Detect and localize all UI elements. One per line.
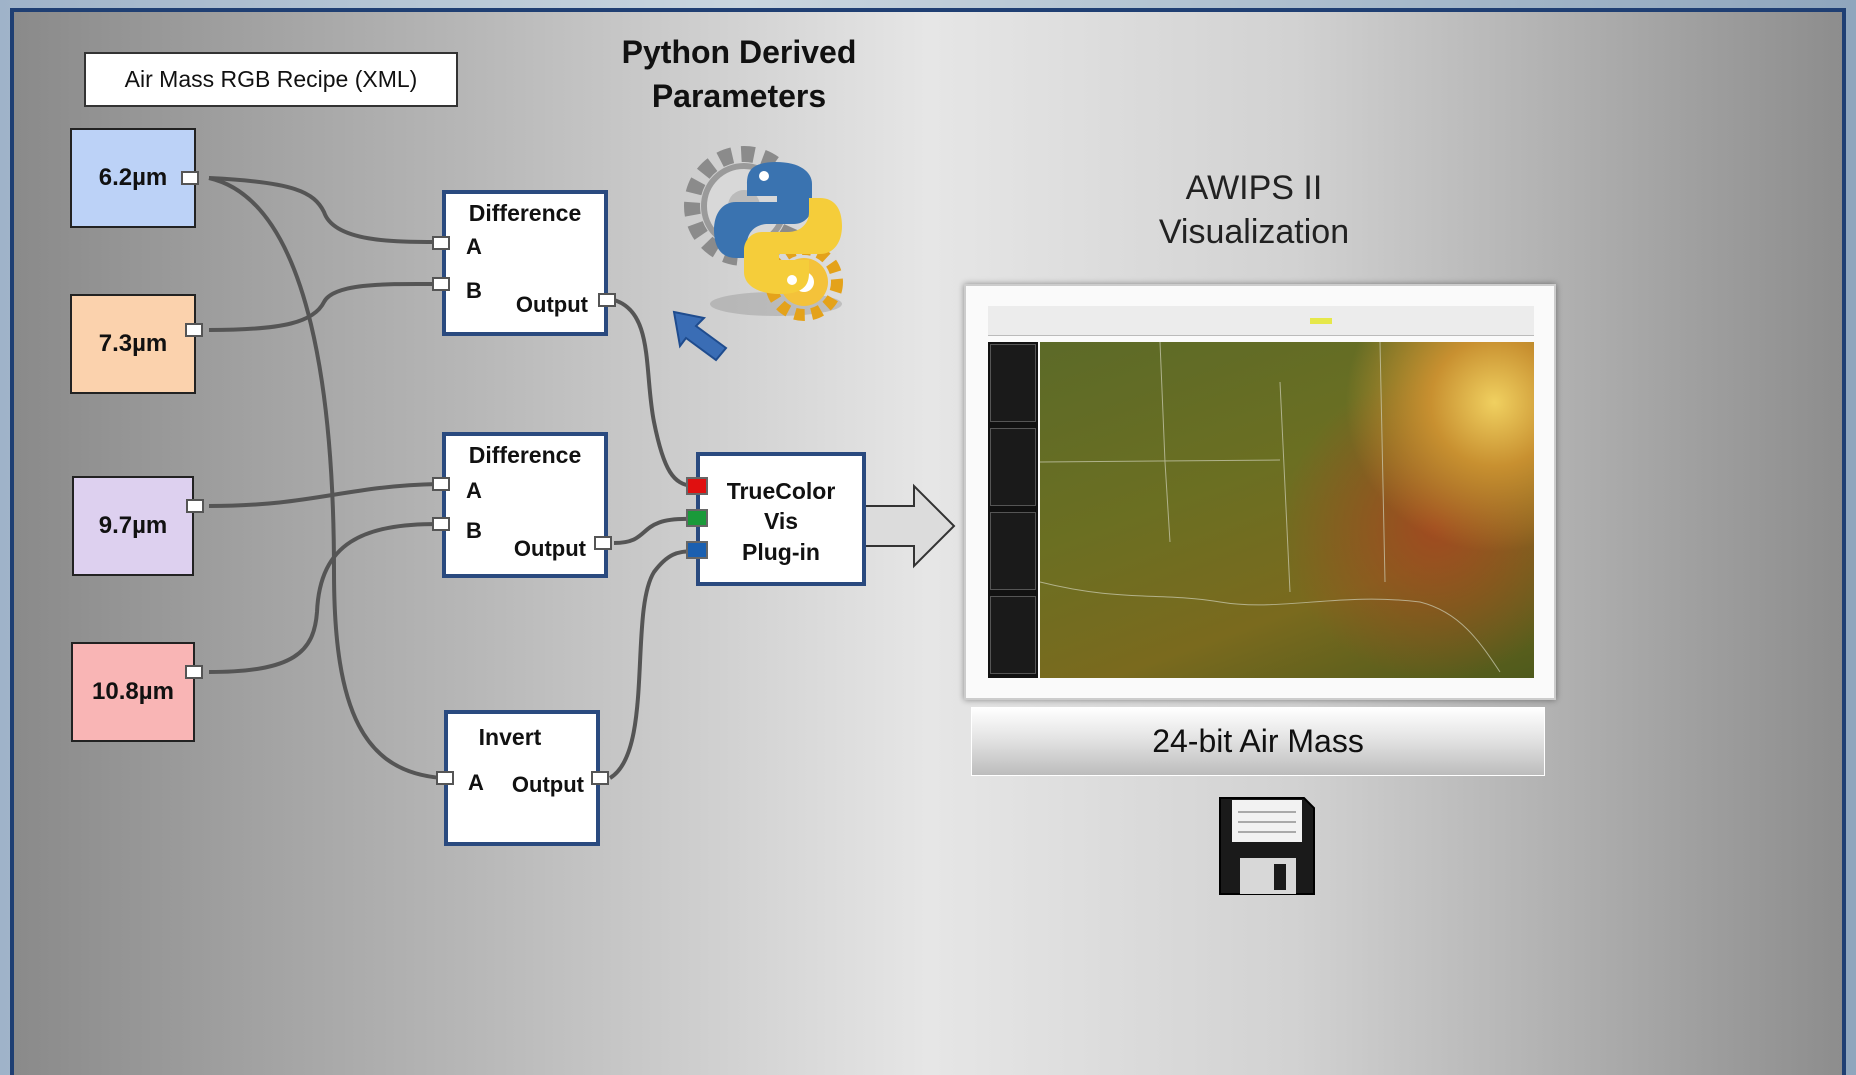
truecolor-line-1: TrueColor xyxy=(726,478,836,504)
awips-heading: AWIPS II Visualization xyxy=(1094,166,1414,254)
input-a-label: A xyxy=(466,478,482,503)
thumbnail xyxy=(990,428,1036,506)
python-pointer-arrow xyxy=(672,310,728,362)
thumbnail xyxy=(990,596,1036,674)
thumbnail xyxy=(990,512,1036,590)
truecolor-vis-plugin-node[interactable]: TrueColor Vis Plug-in xyxy=(696,452,866,586)
band-label: 6.2µm xyxy=(98,164,168,191)
state-boundaries xyxy=(1040,342,1501,673)
wire-97-diff2a xyxy=(208,482,439,508)
wire-62-diff1a xyxy=(208,176,439,244)
band-6-2[interactable]: 6.2µm xyxy=(70,128,196,228)
node-title: Invert xyxy=(478,724,542,750)
difference-2-output-port[interactable] xyxy=(594,536,612,550)
output-caption: 24-bit Air Mass xyxy=(971,707,1545,776)
band-9-7[interactable]: 9.7µm xyxy=(72,476,194,576)
awips-menubar xyxy=(988,306,1534,336)
floppy-disk-icon xyxy=(1219,797,1315,895)
recipe-label: Air Mass RGB Recipe (XML) xyxy=(84,52,458,107)
input-a-label: A xyxy=(466,234,482,259)
band-7-3-output-port[interactable] xyxy=(185,323,203,337)
band-6-2-output-port[interactable] xyxy=(181,171,199,185)
input-b-label: B xyxy=(466,518,482,543)
band-10-8-output-port[interactable] xyxy=(185,665,203,679)
band-label: 10.8µm xyxy=(92,678,174,705)
save-disk-icon[interactable] xyxy=(1216,794,1318,898)
truecolor-line-2: Vis xyxy=(763,508,799,534)
difference-node-1[interactable]: Difference A B Output xyxy=(442,190,608,336)
wire-62-invert xyxy=(208,176,443,780)
output-label: Output xyxy=(513,536,586,561)
wire-diff1-red xyxy=(613,298,693,488)
wire-73-diff1b xyxy=(208,281,439,332)
awips-screenshot xyxy=(964,284,1556,700)
wire-108-diff2b xyxy=(208,522,439,674)
truecolor-green-channel-port[interactable] xyxy=(686,509,708,527)
wire-diff2-green xyxy=(613,516,693,545)
heading-line-1: Python Derived xyxy=(621,34,857,70)
node-title: Difference xyxy=(468,442,582,468)
invert-node[interactable]: Invert A Output xyxy=(444,710,600,846)
truecolor-line-3: Plug-in xyxy=(742,539,820,565)
truecolor-blue-channel-port[interactable] xyxy=(686,541,708,559)
air-mass-imagery xyxy=(1040,342,1534,678)
awips-toolbar-highlight xyxy=(1310,318,1332,324)
input-b-label: B xyxy=(466,278,482,303)
difference-2-input-a-port[interactable] xyxy=(432,477,450,491)
invert-input-a-port[interactable] xyxy=(436,771,454,785)
band-9-7-output-port[interactable] xyxy=(186,499,204,513)
truecolor-red-channel-port[interactable] xyxy=(686,477,708,495)
band-label: 9.7µm xyxy=(98,512,168,539)
difference-1-input-a-port[interactable] xyxy=(432,236,450,250)
node-title: Difference xyxy=(468,200,582,226)
input-a-label: A xyxy=(468,770,484,795)
invert-output-port[interactable] xyxy=(591,771,609,785)
awips-line-2: Visualization xyxy=(1158,213,1350,251)
connection-wires xyxy=(208,176,956,780)
band-7-3[interactable]: 7.3µm xyxy=(70,294,196,394)
band-10-8[interactable]: 10.8µm xyxy=(71,642,195,742)
band-label: 7.3µm xyxy=(98,330,168,357)
output-label: Output xyxy=(511,772,584,797)
difference-2-input-b-port[interactable] xyxy=(432,517,450,531)
heading-line-2: Parameters xyxy=(651,78,827,114)
diagram-panel: Air Mass RGB Recipe (XML) 6.2µm 7.3µm 9.… xyxy=(10,8,1846,1075)
awips-line-1: AWIPS II xyxy=(1185,169,1323,207)
difference-1-input-b-port[interactable] xyxy=(432,277,450,291)
difference-1-output-port[interactable] xyxy=(598,293,616,307)
awips-thumbnail-strip xyxy=(988,342,1038,678)
output-label: Output xyxy=(515,292,588,317)
wire-invert-blue xyxy=(608,549,693,780)
thumbnail xyxy=(990,344,1036,422)
difference-node-2[interactable]: Difference A B Output xyxy=(442,432,608,578)
python-heading: Python Derived Parameters xyxy=(574,30,904,118)
